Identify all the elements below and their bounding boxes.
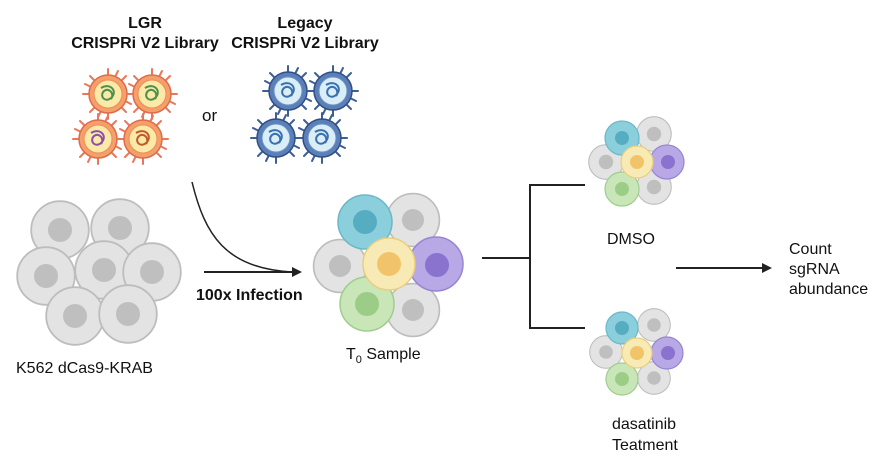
teal-cell: [604, 120, 640, 156]
dasatinib-label: dasatinib Teatment: [612, 414, 678, 456]
legacy-virus: [262, 65, 314, 117]
count-line1: Count: [789, 241, 832, 258]
green-cell: [604, 171, 640, 207]
t0-cell-cluster: [312, 192, 464, 338]
yellow-cell: [620, 145, 654, 179]
grey-cell: [637, 308, 671, 342]
lgr-title-line2: CRISPRi V2 Library: [71, 35, 219, 52]
legacy-title-line2: CRISPRi V2 Library: [231, 35, 379, 52]
purple-cell: [649, 144, 685, 180]
legacy-virus: [250, 112, 302, 164]
k562-cell-cluster: [16, 198, 182, 346]
dmso-label: DMSO: [607, 231, 655, 248]
purple-cell: [650, 336, 684, 370]
lgr-virus: [117, 113, 169, 165]
count-line3: abundance: [789, 281, 869, 298]
lgr-virus-group: [72, 68, 178, 165]
yellow-cell: [621, 337, 653, 369]
infection-curve: [191, 181, 293, 273]
lgr-title-line1: LGR: [128, 15, 162, 32]
teal-cell: [605, 311, 639, 345]
lgr-virus: [72, 113, 124, 165]
yellow-cell: [362, 237, 416, 291]
legacy-title-line1: Legacy: [277, 15, 333, 32]
lgr-library-title: LGR CRISPRi V2 Library: [40, 14, 250, 54]
purple-cell: [408, 236, 464, 292]
t0-main: T: [346, 346, 356, 363]
t0-subscript: 0: [355, 354, 362, 367]
lgr-virus: [126, 68, 178, 120]
k562-label: K562 dCas9-KRAB: [16, 360, 153, 377]
grey-cell: [98, 284, 158, 344]
legacy-library-title: Legacy CRISPRi V2 Library: [200, 14, 410, 54]
dmso-cell-cluster: [588, 116, 685, 207]
count-sgrna-label: Count sgRNA abundance: [789, 240, 868, 300]
green-cell: [605, 362, 639, 396]
count-line2: sgRNA: [789, 261, 840, 278]
legacy-virus: [307, 65, 359, 117]
dasatinib-line2: Teatment: [612, 437, 678, 454]
infection-label: 100x Infection: [196, 287, 303, 304]
branch-connector: [482, 184, 585, 329]
t0-rest: Sample: [361, 346, 421, 363]
grey-cell: [45, 286, 105, 346]
teal-cell: [337, 194, 393, 250]
dasatinib-line1: dasatinib: [612, 416, 677, 433]
grey-cell: [385, 282, 441, 338]
dasatinib-cell-cluster: [589, 308, 684, 396]
or-label: or: [202, 106, 218, 125]
t0-sample-label: T0 Sample: [346, 345, 421, 370]
lgr-virus: [82, 68, 134, 120]
legacy-virus: [296, 112, 348, 164]
legacy-virus-group: [250, 65, 359, 164]
